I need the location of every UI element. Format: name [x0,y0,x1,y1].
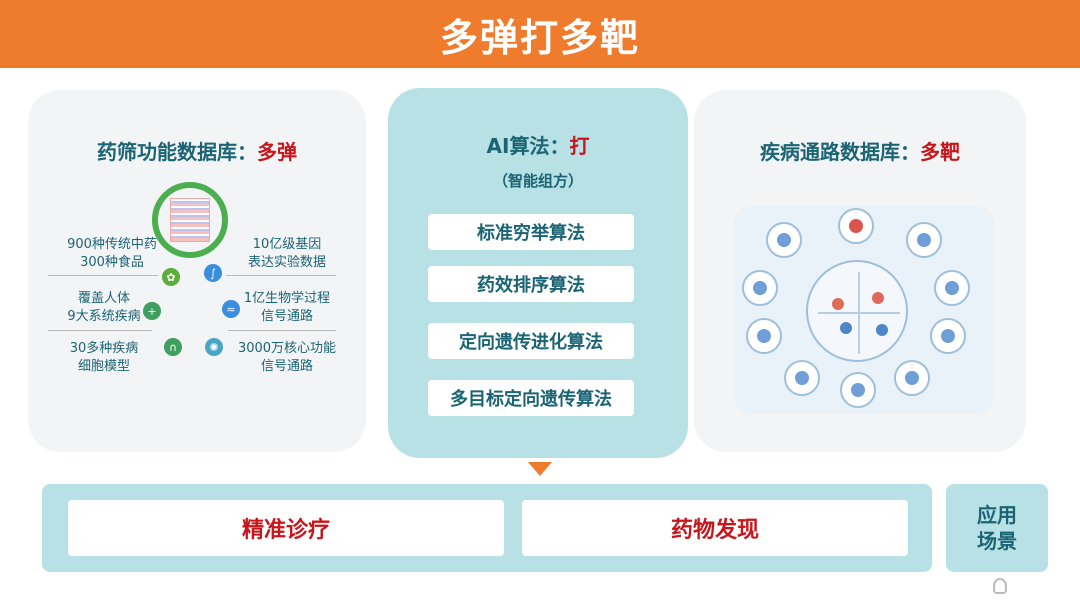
algorithm-directed-genetic: 定向遗传进化算法 [428,323,634,359]
ai-algorithm-title-accent: 打 [569,134,590,158]
database-ring-graphic [152,182,228,258]
organ-node-icon [766,222,802,258]
ai-algorithm-subtitle: （智能组方） [492,172,583,190]
feature-core-pathways: 3000万核心功能 信号通路 [237,341,337,374]
ai-algorithm-title: AI算法：打 [486,134,590,158]
organ-node-icon [838,208,874,244]
down-arrow-icon [528,462,552,476]
drug-discovery-box: 药物发现 [522,500,908,556]
header-banner: 多弹打多靶 [0,0,1080,68]
drug-screening-title: 药筛功能数据库：多弹 [97,140,297,164]
pathway-icon: ≈ [222,300,240,318]
organ-icon: ∩ [164,338,182,356]
application-scenario-label: 应用场景 [977,503,1017,553]
dna-icon: ∫ [204,264,222,282]
algorithm-efficacy-ranking: 药效排序算法 [428,266,634,302]
medical-cross-icon: + [143,302,161,320]
leaf-icon: ✿ [162,268,180,286]
organ-node-icon [840,372,876,408]
cell-icon: ✺ [205,338,223,356]
disease-pathway-title-accent: 多靶 [920,140,960,164]
organ-node-icon [934,270,970,306]
feature-bio-process: 1亿生物学过程 信号通路 [243,291,331,324]
algorithm-multi-objective-genetic: 多目标定向遗传算法 [428,380,634,416]
feature-gene-data: 10亿级基因 表达实验数据 [247,237,326,270]
organ-node-icon [784,360,820,396]
organ-node-icon [906,222,942,258]
feature-body-systems: 覆盖人体 9大系统疾病 [67,291,141,324]
organ-node-icon [930,318,966,354]
divider-line [228,330,336,331]
organ-node-icon [742,270,778,306]
watermark-logo-icon [993,578,1007,594]
organ-node-icon [894,360,930,396]
disease-pathway-title: 疾病通路数据库：多靶 [760,140,960,164]
data-heatmap-image [170,198,210,242]
feature-tcm: 900种传统中药 300种食品 [67,237,157,270]
organ-node-icon [746,318,782,354]
ai-algorithm-panel: AI算法：打 （智能组方） 标准穷举算法 药效排序算法 定向遗传进化算法 多目标… [388,88,688,458]
page-title: 多弹打多靶 [439,15,640,60]
algorithm-exhaustive: 标准穷举算法 [428,214,634,250]
divider-line [48,275,158,276]
signaling-hub-graphic [806,260,908,362]
feature-cell-models: 30多种疾病 细胞模型 [69,341,139,374]
precision-diagnosis-box: 精准诊疗 [68,500,504,556]
application-scenario-box: 应用场景 [946,484,1048,572]
divider-line [48,330,152,331]
drug-screening-title-accent: 多弹 [257,140,297,164]
drug-screening-panel: 药筛功能数据库：多弹 [28,90,366,452]
divider-line [226,275,336,276]
